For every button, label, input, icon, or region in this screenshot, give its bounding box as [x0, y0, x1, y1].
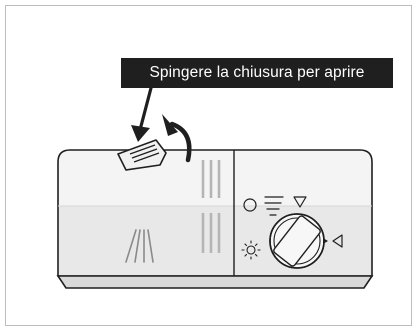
dispenser-body	[56, 149, 374, 289]
fill-level-icon	[264, 196, 284, 216]
vent-slots	[201, 160, 221, 253]
spray-lines	[125, 229, 154, 263]
rinse-aid-dial[interactable]	[269, 213, 328, 269]
sun-icon	[241, 240, 261, 260]
callout-label: Spingere la chiusura per aprire	[121, 58, 393, 88]
circle-indicator-icon	[243, 198, 257, 212]
latch-button[interactable]	[117, 139, 167, 171]
curved-arrow-icon	[162, 114, 192, 163]
triangle-marker-icon	[332, 234, 343, 248]
triangle-marker-icon	[293, 196, 307, 208]
arrow-down-icon	[131, 86, 153, 142]
